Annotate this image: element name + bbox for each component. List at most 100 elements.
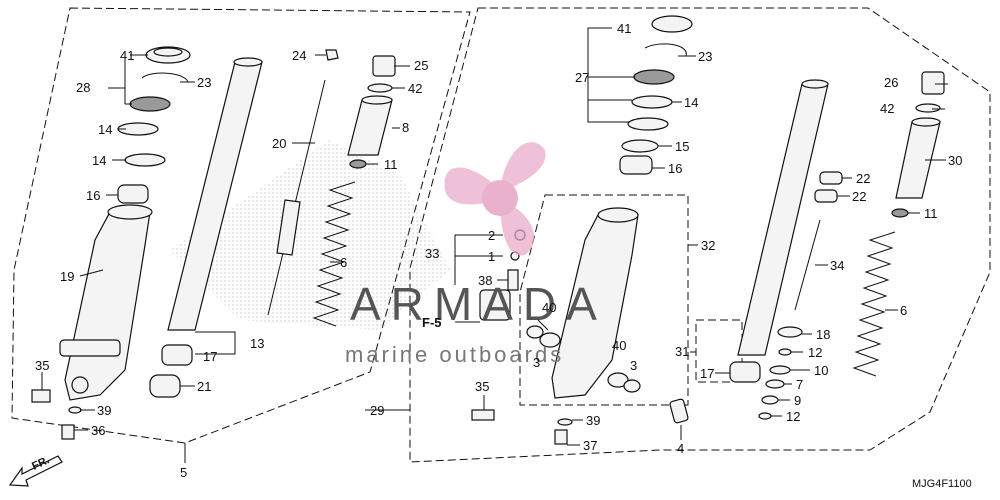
- label-32: 32: [701, 238, 715, 253]
- collar-top-right: [911, 117, 941, 127]
- label-25a: 25: [414, 58, 428, 73]
- caliper-bracket: [479, 289, 511, 321]
- fork-slider-right-top: [597, 207, 639, 223]
- stop-ring-right: [644, 43, 687, 57]
- washer-left-b: [124, 153, 166, 167]
- label-3a: 3: [533, 355, 540, 370]
- washer-39-right: [557, 418, 573, 426]
- label-35b: 35: [475, 379, 489, 394]
- fork-slider-left-top: [107, 204, 153, 220]
- label-19: 19: [60, 269, 74, 284]
- spring-collar-left: [347, 99, 393, 156]
- part-number-labels: 41 28 23 14 14 16 19 35 39 36 5 17 13 21…: [35, 21, 962, 480]
- clip-12a: [778, 348, 792, 356]
- label-20: 20: [272, 136, 286, 151]
- label-12a: 12: [808, 345, 822, 360]
- label-28: 28: [76, 80, 90, 95]
- front-direction-arrow: FR.: [8, 454, 63, 487]
- seat-11-right: [891, 208, 909, 218]
- label-6b: 6: [900, 303, 907, 318]
- label-1: 1: [488, 249, 495, 264]
- slider-bolt-hole: [71, 376, 89, 394]
- label-38: 38: [478, 273, 492, 288]
- label-5: 5: [180, 465, 187, 480]
- right-fork-group-outline: [409, 7, 991, 463]
- label-22b: 22: [852, 189, 866, 204]
- label-26: 26: [884, 75, 898, 90]
- damper-rod-piston: [276, 199, 301, 256]
- guide-bushing-left: [161, 344, 193, 366]
- label-40b: 40: [612, 338, 626, 353]
- label-11b: 11: [924, 206, 938, 221]
- bolt-36: [61, 424, 75, 440]
- fork-spring-left: [312, 181, 356, 327]
- label-16b: 16: [668, 161, 682, 176]
- damper-rod-left: [267, 79, 326, 316]
- label-39a: 39: [97, 403, 111, 418]
- label-14b: 14: [92, 153, 106, 168]
- washer-right-b: [627, 117, 669, 131]
- washer-7: [765, 379, 785, 389]
- label-33: 33: [425, 246, 439, 261]
- spring-seat-18: [777, 326, 803, 338]
- dust-seal-right: [651, 15, 693, 33]
- leader-lines: [41, 27, 948, 463]
- label-41b: 41: [617, 21, 631, 36]
- label-f5: F-5: [422, 315, 442, 330]
- fork-tube-left-top: [233, 57, 263, 67]
- label-34: 34: [830, 258, 844, 273]
- label-15: 15: [675, 139, 689, 154]
- clip-12b: [758, 412, 772, 420]
- bolt-35-left: [31, 389, 51, 403]
- label-3b: 3: [630, 358, 637, 373]
- label-18: 18: [816, 327, 830, 342]
- label-36: 36: [91, 423, 105, 438]
- label-12b: 12: [786, 409, 800, 424]
- label-4: 4: [677, 441, 684, 456]
- label-31: 31: [675, 344, 689, 359]
- bushing-right: [619, 155, 653, 175]
- label-42a: 42: [408, 81, 422, 96]
- label-17b: 17: [700, 366, 714, 381]
- label-24: 24: [292, 48, 306, 63]
- label-29: 29: [370, 403, 384, 418]
- stop-ring-left: [141, 72, 189, 83]
- label-22a: 22: [856, 171, 870, 186]
- collar-40b: [607, 372, 629, 388]
- collar-22a: [819, 171, 843, 185]
- watermark-brand: ARMADA: [350, 278, 607, 330]
- collar-22b: [814, 189, 838, 203]
- collar-40a: [539, 332, 561, 348]
- armada-watermark-logo: [444, 142, 546, 256]
- fork-tube-right-top: [801, 79, 829, 89]
- lower-assembly-outline: [519, 194, 689, 406]
- o-ring-42-left: [367, 83, 393, 93]
- label-42b: 42: [880, 101, 894, 116]
- label-14a: 14: [98, 122, 112, 137]
- label-11a: 11: [384, 157, 398, 172]
- axle-holder-left: [59, 339, 121, 357]
- label-13: 13: [250, 336, 264, 351]
- label-6a: 6: [340, 255, 347, 270]
- left-fork-group-outline: [11, 7, 471, 444]
- label-9: 9: [794, 393, 801, 408]
- washer-right-a: [631, 95, 673, 109]
- label-37: 37: [583, 438, 597, 453]
- collar-top-left: [361, 95, 393, 105]
- label-14c: 14: [684, 95, 698, 110]
- bolt-cap-right: [921, 71, 945, 95]
- collar-3a: [526, 325, 544, 339]
- fork-tube-right: [737, 83, 829, 356]
- label-23a: 23: [197, 75, 211, 90]
- fork-slider-left: [64, 211, 151, 401]
- oil-lock-piece-left: [149, 374, 181, 398]
- label-7: 7: [796, 377, 803, 392]
- washer-right-c: [621, 139, 659, 153]
- label-39b: 39: [586, 413, 600, 428]
- nut-9: [761, 395, 779, 405]
- spring-10: [769, 365, 791, 375]
- guide-bushing-right: [729, 361, 761, 383]
- pin-4: [669, 398, 689, 424]
- label-21: 21: [197, 379, 211, 394]
